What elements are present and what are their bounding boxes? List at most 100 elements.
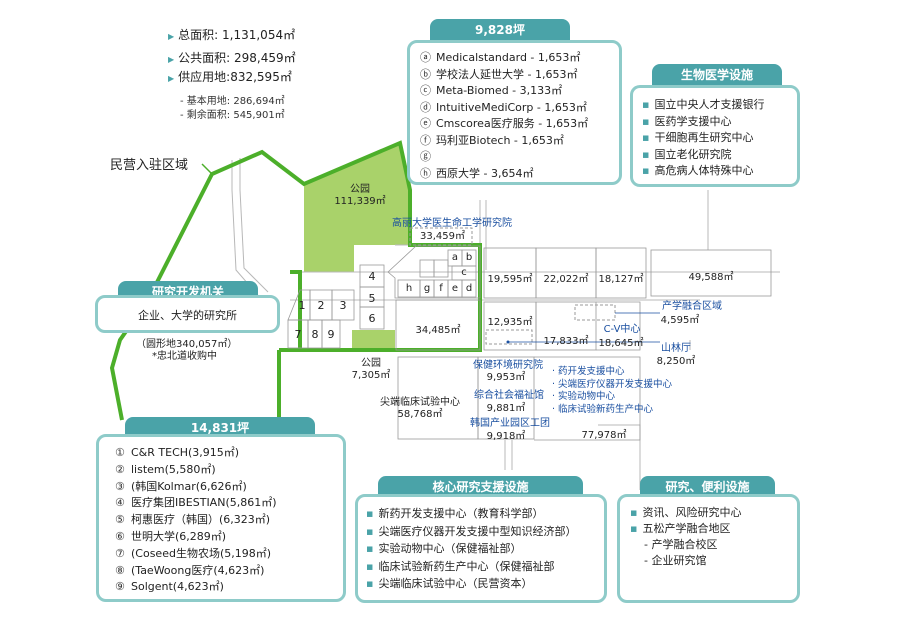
basic-land-stat: - 基本用地: 286,694㎡: [180, 96, 285, 107]
panel-core-title: 核心研究支援设施: [378, 476, 583, 498]
area-34485: 34,485㎡: [415, 325, 461, 336]
plot-g: g: [423, 283, 431, 294]
plot-7: 7: [294, 328, 302, 341]
forestry-label: 山林厅: [661, 343, 691, 354]
cv-center-area: 18,645㎡: [598, 338, 644, 349]
plot-6: 6: [368, 312, 376, 325]
panel-9828-title: 9,828坪: [430, 19, 570, 41]
centers-list: · 药开发支援中心 · 尖端医疗仪器开发支援中心 · 实验动物中心 · 临床试验…: [552, 366, 672, 416]
panel-rd-body: 企业、大学的研究所: [138, 309, 237, 322]
plot-4: 4: [368, 270, 376, 283]
industry-complex-name: 韩国产业园区工团: [470, 418, 550, 429]
industry-zone-label: 产学融合区域: [662, 301, 722, 312]
list-item: 干细胞再生研究中心: [642, 130, 764, 147]
welfare-name: 综合社会福祉馆: [474, 390, 544, 401]
plot-9: 9: [327, 328, 335, 341]
area-12935: 12,935㎡: [487, 317, 533, 328]
area-49588: 49,588㎡: [688, 272, 734, 283]
list-item: 尖端医疗仪器开发支援中型知识经济部）: [366, 523, 576, 541]
list-item: 实验动物中心（保健福祉部）: [366, 540, 576, 558]
list-item: ⑦(Coseed生物农场(5,198㎡): [115, 546, 272, 560]
panel-14831-title: 14,831坪: [125, 417, 315, 439]
list-item: ⑧(TaeWoong医疗(4,623㎡): [115, 563, 265, 577]
list-item: 尖端临床试验中心（民营资本）: [366, 575, 576, 593]
area-17833: 17,833㎡: [543, 336, 589, 347]
panel-rd: [95, 295, 280, 333]
area-18127: 18,127㎡: [598, 274, 644, 285]
panel-rd-note2: *忠北道收购中: [152, 351, 217, 362]
plot-b: b: [465, 252, 473, 263]
plot-a: a: [451, 252, 459, 263]
supply-land-stat: ▶供应用地:832,595㎡: [168, 70, 292, 84]
list-item: 临床试验新药生产中心（保健福祉部: [366, 558, 576, 576]
list-item: 五松产学融合地区: [630, 521, 741, 537]
area-19595: 19,595㎡: [487, 274, 533, 285]
industry-complex-area: 9,918㎡: [486, 431, 526, 442]
park-1-label: 公园 111,339㎡: [334, 184, 386, 207]
panel-rd-note1: （圆形地340,057㎡）: [136, 339, 238, 350]
total-area-stat: ▶总面积: 1,131,054㎡: [168, 28, 296, 42]
list-item: 国立中央人才支援银行: [642, 97, 764, 114]
health-env-area: 9,953㎡: [486, 372, 526, 383]
list-item: 高危病人体特殊中心: [642, 163, 764, 180]
panel-9828: [407, 40, 622, 185]
plot-2: 2: [317, 299, 325, 312]
korea-univ-plot: [409, 227, 473, 246]
list-item: 国立老化研究院: [642, 147, 764, 164]
list-item: ⓖ: [420, 150, 431, 163]
list-item: · 药开发支援中心: [552, 366, 625, 377]
public-area-stat: ▶公共面积: 298,459㎡: [168, 51, 296, 65]
forestry-area: 8,250㎡: [656, 356, 696, 367]
industry-zone-area: 4,595㎡: [660, 315, 700, 326]
area-22022: 22,022㎡: [543, 274, 589, 285]
plot-d: d: [465, 283, 473, 294]
list-item: 医药学支援中心: [642, 114, 764, 131]
triangle-right-icon: ▶: [168, 74, 175, 83]
korea-univ-name: 高丽大学医生命工学研究院: [392, 218, 512, 229]
triangle-right-icon: ▶: [168, 55, 175, 64]
park-1-area: [304, 143, 410, 272]
roads: [231, 158, 780, 490]
plot-h: h: [405, 283, 413, 294]
panel-14831: [96, 434, 346, 602]
centers-area: 77,978㎡: [581, 430, 627, 441]
clinical-center-label: 尖端临床试验中心 58,768㎡: [380, 397, 460, 420]
plot-c: c: [461, 267, 467, 278]
plot-3: 3: [339, 299, 347, 312]
list-item: · 临床试验新药生产中心: [552, 403, 654, 415]
welfare-area: 9,881㎡: [486, 403, 526, 414]
list-item: · 尖端医疗仪器开发支援中心: [552, 378, 673, 390]
plot-e: e: [451, 283, 459, 294]
plots-1-9: [287, 264, 385, 349]
list-item: ③(韩国Kolmar(6,626㎡): [115, 479, 247, 493]
private-zone-label: 民营入驻区域: [110, 158, 189, 173]
list-item: 新药开发支援中心（教育科学部）: [366, 505, 576, 523]
panel-bio-title: 生物医学设施: [652, 64, 782, 86]
list-item: - 企业研究馆: [644, 554, 707, 567]
plot-f: f: [439, 283, 443, 294]
plot-1: 1: [298, 299, 306, 312]
panel-convenience-list: 资讯、风险研究中心 五松产学融合地区 - 产学融合校区 - 企业研究馆: [630, 505, 741, 569]
list-item: 资讯、风险研究中心: [630, 505, 741, 521]
panel-convenience-title: 研究、便利设施: [640, 476, 775, 498]
panel-core-list: 新药开发支援中心（教育科学部） 尖端医疗仪器开发支援中型知识经济部） 实验动物中…: [366, 505, 576, 593]
korea-univ-area: 33,459㎡: [420, 231, 465, 242]
cv-center-label: C-V中心: [603, 324, 641, 335]
park-2-label: 公园 7,305㎡: [351, 358, 391, 381]
panel-bio-list: 国立中央人才支援银行 医药学支援中心 干细胞再生研究中心 国立老化研究院 高危病…: [642, 97, 764, 180]
list-item: · 实验动物中心: [552, 391, 616, 402]
list-item: - 产学融合校区: [644, 538, 718, 551]
